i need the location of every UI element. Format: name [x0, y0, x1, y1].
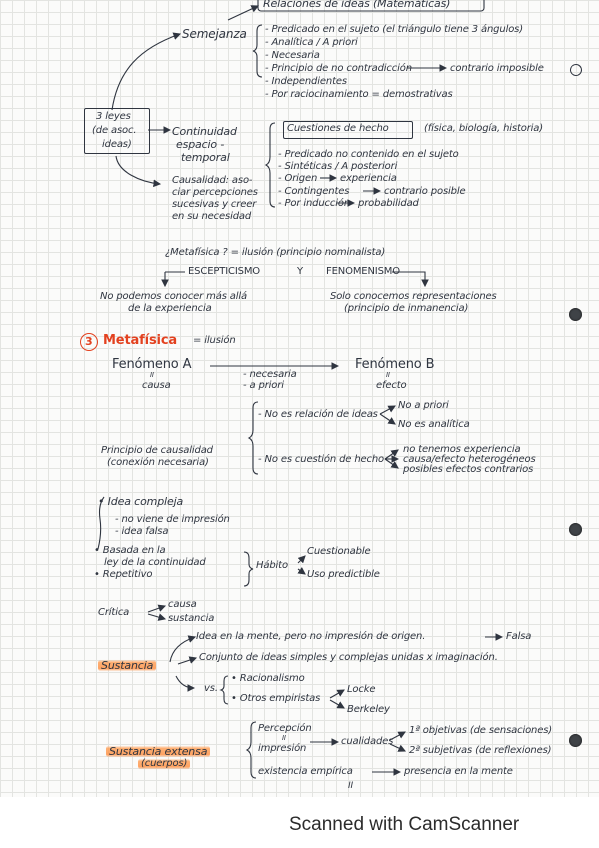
binder-hole-2 [569, 523, 582, 536]
semejanza-item-2: - Analítica / A priori [265, 37, 358, 48]
escepticismo-desc-1: No podemos conocer más allá [100, 291, 248, 302]
causalidad-line-2: ciar percepciones [172, 187, 258, 198]
necesaria-1: - necesaria [243, 369, 297, 380]
vs-label: vs. [204, 683, 218, 694]
presencia-label: presencia en la mente [404, 766, 513, 777]
efecto-label: efecto [376, 380, 407, 391]
critica-item-2: sustancia [168, 613, 215, 624]
continuidad-line-2: espacio - [176, 138, 225, 151]
basada-line-1: • Basada en la [94, 545, 166, 556]
idea-item-2: - idea falsa [115, 526, 169, 537]
idea-compleja: • Idea compleja [98, 495, 184, 508]
fenomenismo-desc-2: (principio de inmanencia) [344, 303, 469, 314]
camscanner-watermark: Scanned with CamScanner [289, 814, 520, 835]
continuidad-line-1: Continuidad [172, 125, 237, 138]
existencia-label: existencia empírica [258, 766, 353, 777]
section-number-circle [80, 333, 98, 351]
section-title-suffix: = ilusión [193, 335, 236, 346]
impresion-label: impresión [258, 743, 307, 754]
berkeley-label: Berkeley [347, 704, 390, 715]
causa-label: causa [142, 380, 171, 391]
section-number: 3 [85, 335, 93, 348]
bottom-equals: II [348, 781, 354, 791]
leyes-line-2: (de asoc. [92, 125, 137, 136]
hecho-item-1: no tenemos experiencia [403, 444, 521, 455]
escepticismo-desc-2: de la experiencia [128, 303, 212, 314]
sustancia-falsa: Falsa [506, 631, 532, 642]
continuidad-line-3: temporal [181, 151, 230, 164]
principio-line-2: (conexión necesaria) [107, 457, 209, 468]
hecho-item-2: causa/efecto heterogéneos [403, 454, 536, 465]
cuestiones-box [283, 121, 413, 139]
extensa-label-2: (cuerpos) [138, 758, 191, 770]
cuestiones-item-4-result: contrario posible [384, 186, 466, 197]
fenomeno-a: Fenómeno A [112, 357, 192, 372]
causalidad-line-1: Causalidad: aso- [172, 175, 253, 186]
critica-label: Crítica [98, 607, 130, 618]
percepcion-equals: II [282, 734, 286, 742]
leyes-box [84, 108, 150, 154]
cualidades-label: cualidades [341, 736, 394, 747]
necesaria-2: - a priori [243, 380, 284, 391]
semejanza-label: Semejanza [182, 27, 247, 41]
no-analitica: No es analítica [398, 419, 470, 430]
idea-item-1: - no viene de impresión [115, 514, 230, 525]
y-label: Y [297, 266, 303, 277]
principio-line-1: Principio de causalidad [101, 445, 213, 456]
percepcion-label: Percepción [258, 723, 312, 734]
equals-b: II [386, 371, 390, 379]
racionalismo-label: • Racionalismo [231, 673, 305, 684]
metafisica-question: ¿Metafísica ? = ilusión (principio nomin… [165, 247, 386, 258]
cuestiones-item-5: - Por inducción [278, 198, 351, 209]
cuestionable-label: Cuestionable [307, 546, 371, 557]
cuestiones-item-4: - Contingentes [278, 186, 350, 197]
semejanza-item-1: - Predicado en el sujeto (el triángulo t… [265, 24, 523, 35]
cuestiones-item-2: - Sintéticas / A posteriori [278, 161, 398, 172]
semejanza-item-4-result: contrario imposible [450, 63, 544, 74]
cuestiones-item-3: - Origen [278, 173, 318, 184]
predictible-label: Uso predictible [307, 569, 380, 580]
semejanza-item-3: - Necesaria [265, 50, 320, 61]
locke-label: Locke [347, 684, 376, 695]
binder-hole-1 [569, 308, 582, 321]
escepticismo-label: ESCEPTICISMO [188, 266, 261, 277]
basada-line-3: • Repetitivo [94, 569, 153, 580]
no-relacion: - No es relación de ideas [258, 409, 378, 420]
causalidad-line-4: en su necesidad [172, 211, 252, 222]
hecho-item-3: posibles efectos contrarios [403, 464, 534, 475]
section-title: Metafísica [103, 333, 178, 348]
leyes-line-3: ideas) [102, 139, 132, 150]
cuestiones-item-5-result: probabilidad [358, 198, 419, 209]
cuestiones-item-1: - Predicado no contenido en el sujeto [278, 149, 459, 160]
semejanza-item-4: - Principio de no contradicción [265, 63, 412, 74]
cuestiones-note: (física, biología, historia) [424, 123, 544, 134]
no-cuestion: - No es cuestión de hecho [258, 454, 385, 465]
basada-line-2: ley de la continuidad [104, 557, 206, 568]
fenomeno-b: Fenómeno B [355, 357, 435, 372]
no-a-priori: No a priori [398, 400, 449, 411]
fenomenismo-desc-1: Solo conocemos representaciones [330, 291, 497, 302]
sustancia-idea-mente: Idea en la mente, pero no impresión de o… [196, 631, 426, 642]
extensa-label-1: Sustancia extensa [106, 745, 211, 758]
semejanza-item-6: - Por raciocinamiento = demostrativas [265, 89, 453, 100]
subjetivas-label: 2ª subjetivas (de reflexiones) [409, 745, 552, 756]
sustancia-label: Sustancia [98, 659, 157, 672]
objetivas-label: 1ª objetivas (de sensaciones) [409, 725, 553, 736]
binder-hole-3 [569, 734, 582, 747]
equals-a: II [150, 371, 154, 379]
habito-label: Hábito [256, 560, 288, 571]
otros-empiristas-label: • Otros empiristas [231, 693, 321, 704]
semejanza-item-5: - Independientes [265, 76, 347, 87]
sustancia-conjunto: Conjunto de ideas simples y complejas un… [199, 652, 498, 663]
header-title: Relaciones de ideas (Matemáticas) [263, 0, 451, 10]
critica-item-1: causa [168, 599, 197, 610]
leyes-line-1: 3 leyes [96, 111, 131, 122]
fenomenismo-label: FENOMENISMO [326, 266, 400, 277]
cuestiones-title: Cuestiones de hecho [287, 123, 389, 134]
causalidad-line-3: sucesivas y creer [172, 199, 257, 210]
cuestiones-item-3-result: experiencia [340, 173, 397, 184]
